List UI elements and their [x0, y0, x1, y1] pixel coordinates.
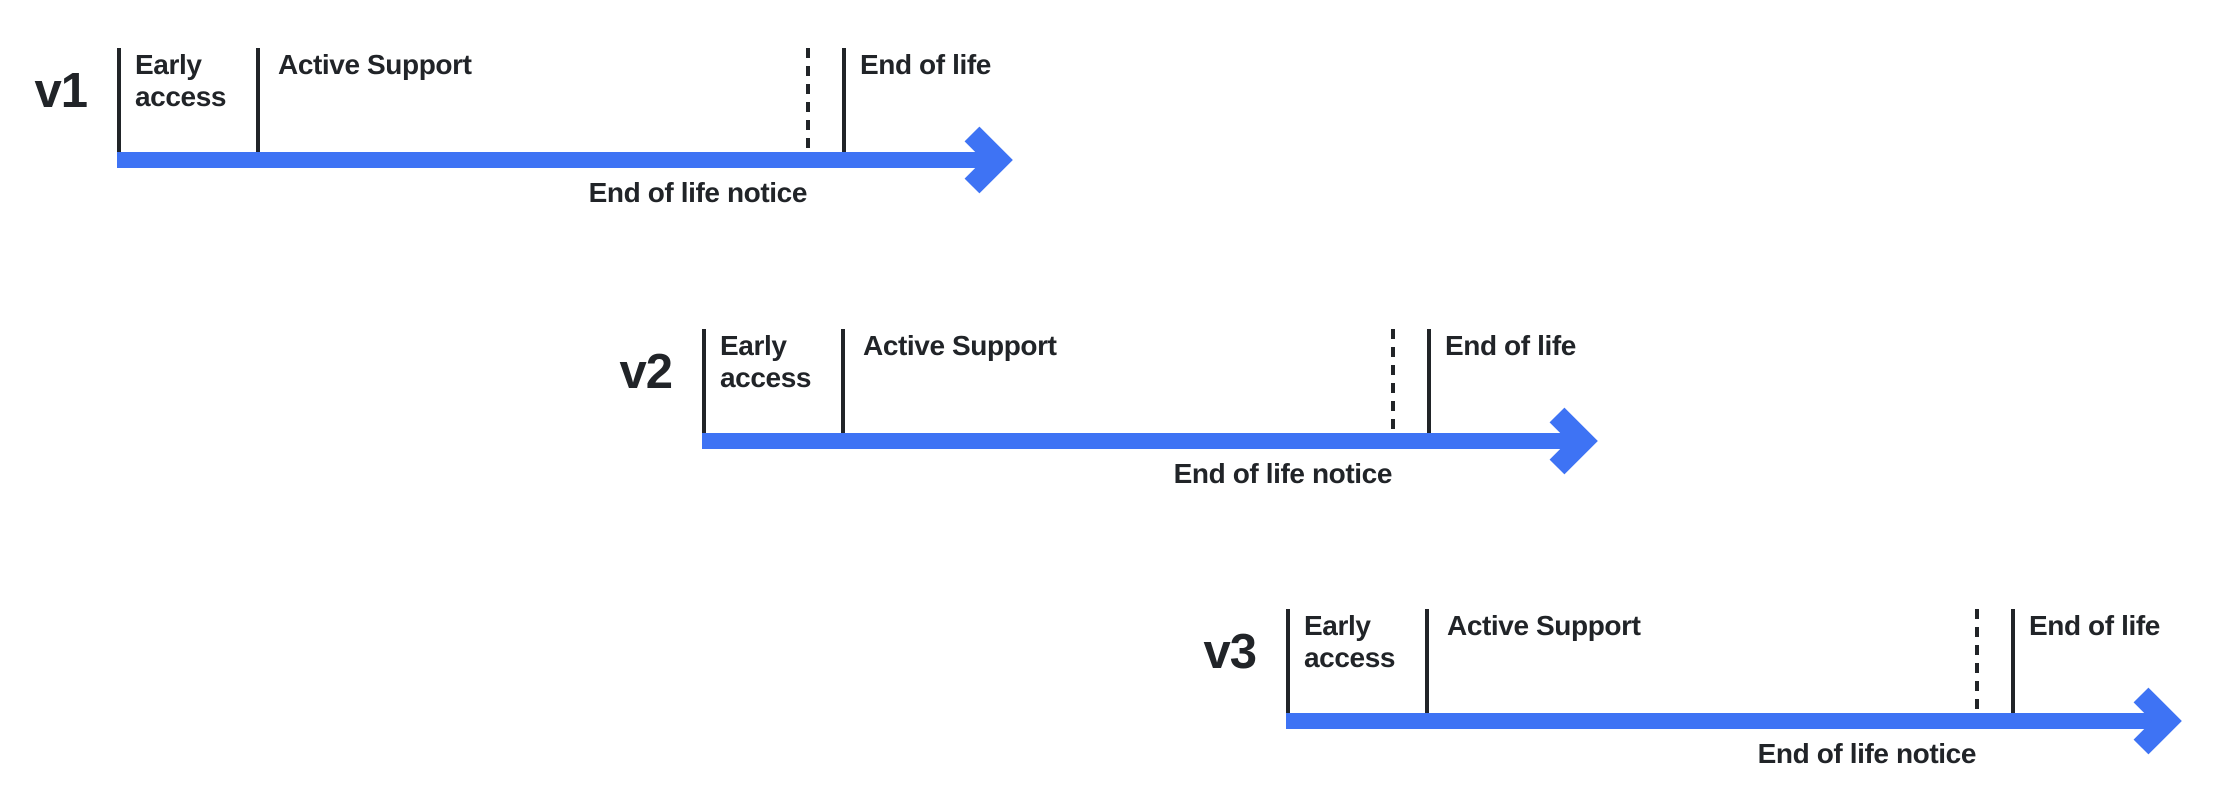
timeline-arrow	[1286, 687, 2182, 755]
early-access-label: Early access	[1304, 610, 1396, 673]
end-of-life-tick	[1427, 329, 1431, 433]
active-support-label: Active Support	[1447, 610, 1641, 641]
active-support-start-tick	[1425, 609, 1429, 713]
end-of-life-label: End of life	[1445, 330, 1576, 361]
end-of-life-label: End of life	[2029, 610, 2160, 641]
eol-notice-dashed-line	[806, 48, 810, 152]
eol-notice-label: End of life notice	[1757, 738, 1977, 769]
eol-notice-label: End of life notice	[588, 177, 808, 208]
version-label: v2	[619, 345, 673, 399]
active-support-label: Active Support	[863, 330, 1057, 361]
timeline-arrow	[117, 126, 1013, 194]
active-support-start-tick	[256, 48, 260, 152]
active-support-label: Active Support	[278, 49, 472, 80]
version-label: v1	[34, 64, 88, 118]
eol-notice-dashed-line	[1391, 329, 1395, 433]
timeline-v1: v1 Early access Active Support End of li…	[34, 48, 1029, 223]
timeline-v3: v3 Early access Active Support End of li…	[1203, 609, 2198, 784]
end-of-life-tick	[842, 48, 846, 152]
timeline-arrow	[702, 407, 1598, 475]
active-support-start-tick	[841, 329, 845, 433]
timeline-v2: v2 Early access Active Support End of li…	[619, 329, 1614, 504]
release-start-tick	[702, 329, 706, 433]
end-of-life-label: End of life	[860, 49, 991, 80]
eol-notice-dashed-line	[1975, 609, 1979, 713]
release-start-tick	[1286, 609, 1290, 713]
end-of-life-tick	[2011, 609, 2015, 713]
version-label: v3	[1203, 625, 1257, 679]
release-start-tick	[117, 48, 121, 152]
eol-notice-label: End of life notice	[1173, 458, 1393, 489]
early-access-label: Early access	[720, 330, 812, 393]
early-access-label: Early access	[135, 49, 227, 112]
